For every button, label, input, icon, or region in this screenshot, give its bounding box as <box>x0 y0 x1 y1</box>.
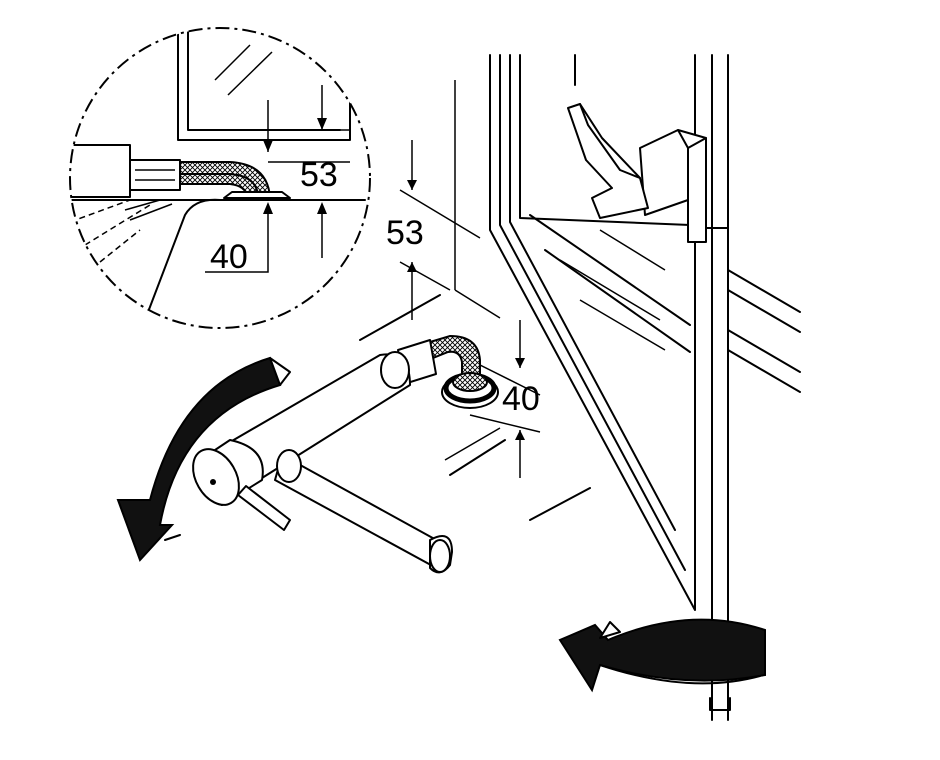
cabinet-rotation-arrow <box>558 618 766 693</box>
countertop-lines <box>359 294 591 521</box>
cabinet-door <box>489 54 801 721</box>
main-height-label: 53 <box>386 214 424 252</box>
tap-rotation-arrow <box>116 356 291 562</box>
detail-height-label: 53 <box>300 156 338 194</box>
detail-inset: 53 40 <box>69 27 371 329</box>
tap <box>192 334 499 574</box>
main-diameter-label: 40 <box>502 380 540 418</box>
detail-diameter-label: 40 <box>210 238 248 276</box>
door-handle <box>567 103 707 243</box>
